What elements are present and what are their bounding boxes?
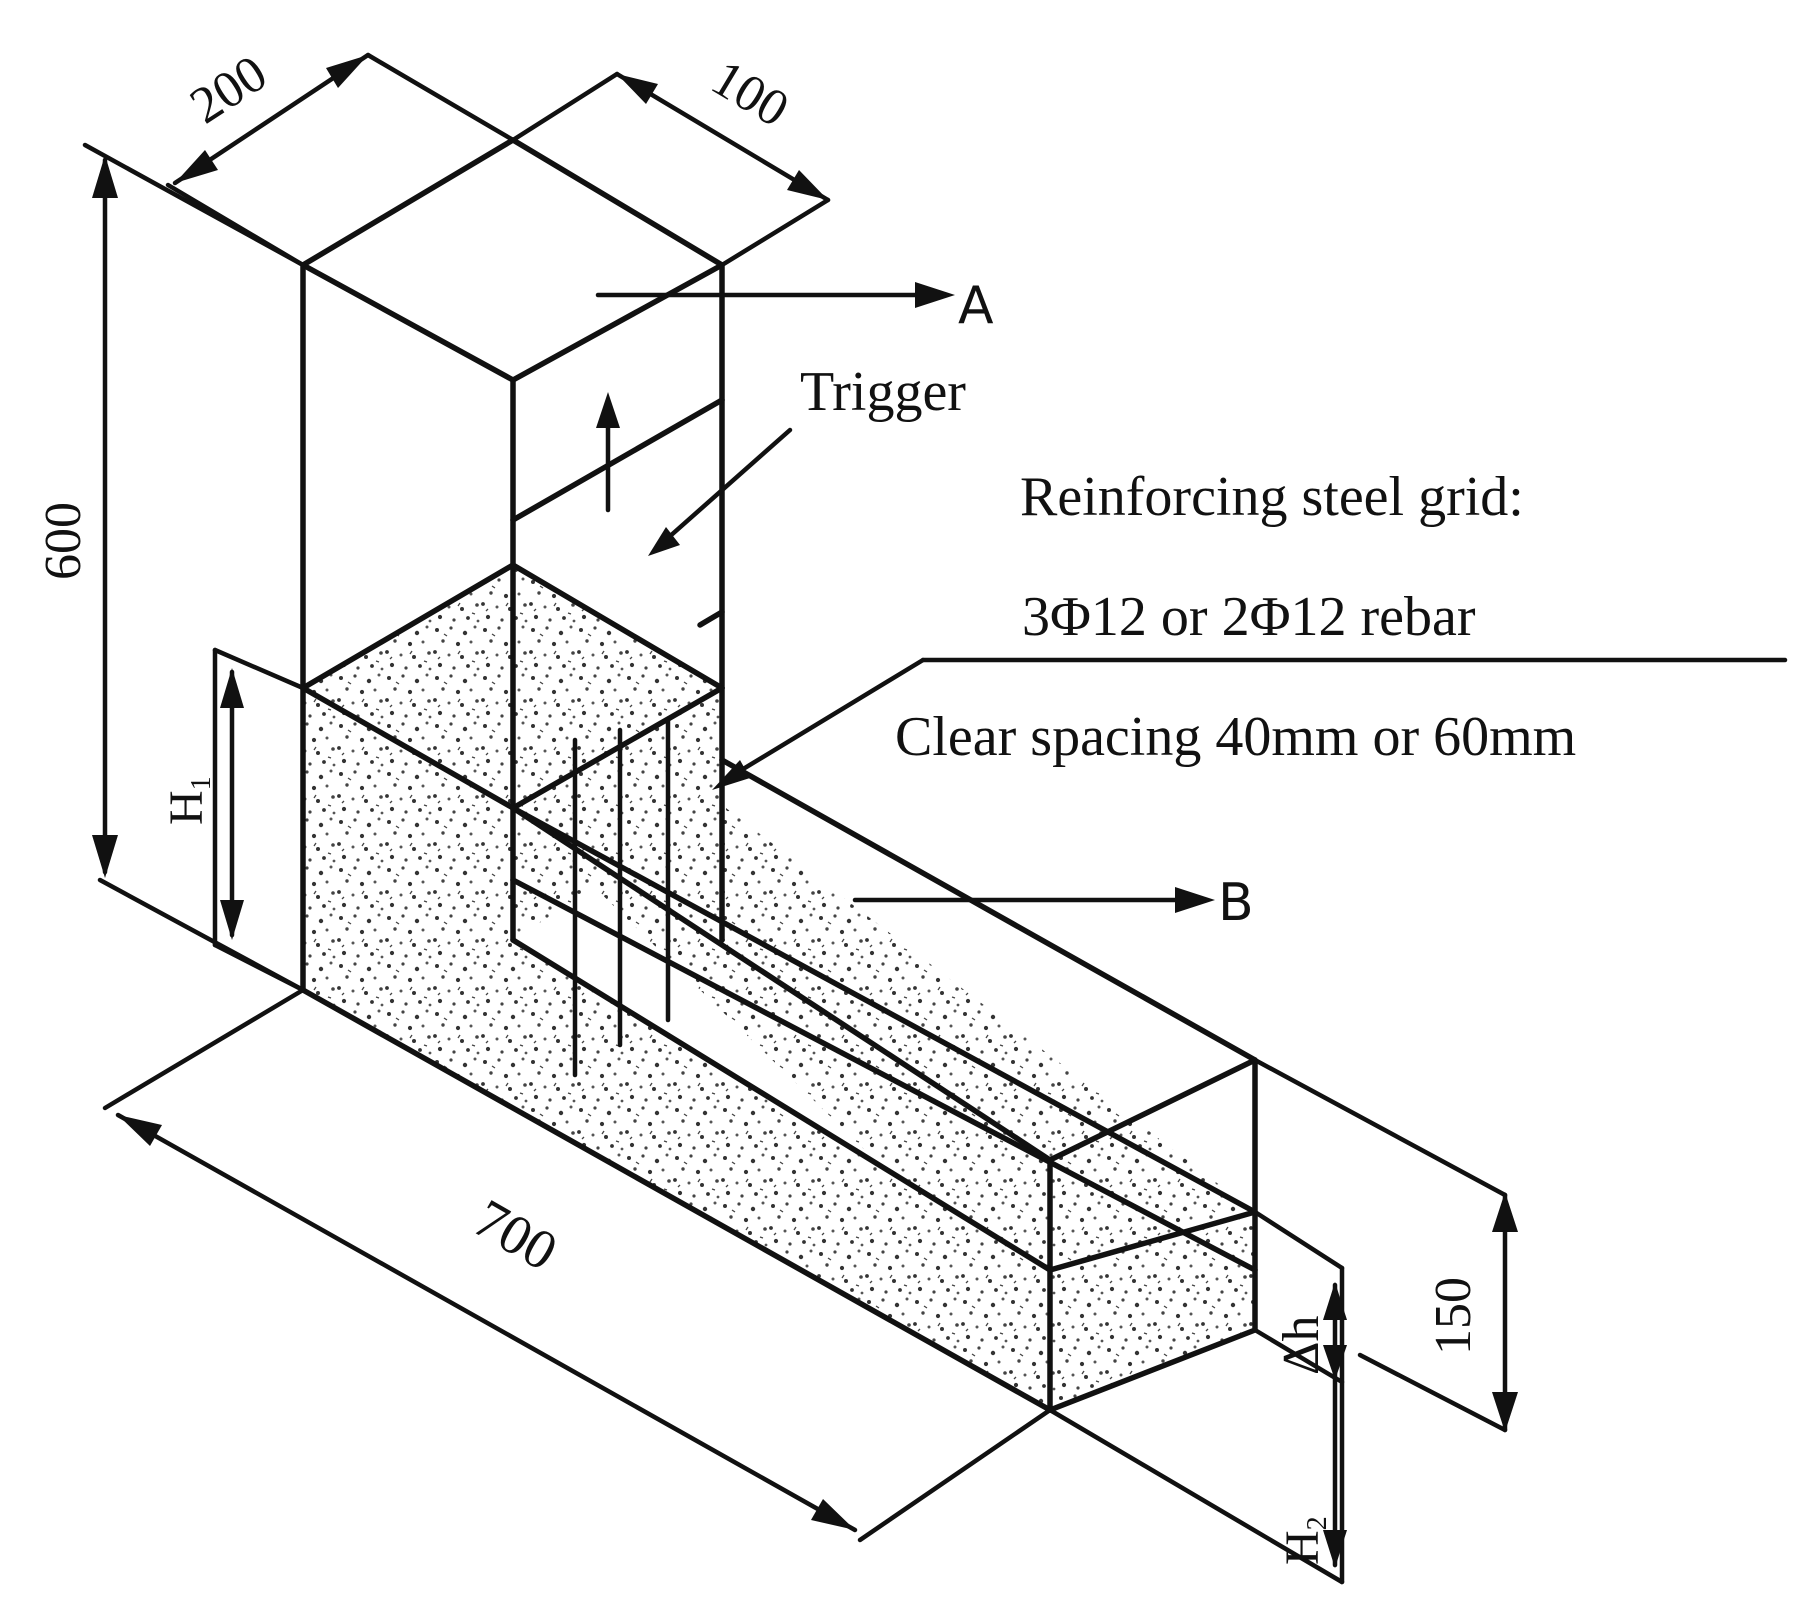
section-a-marker — [595, 282, 955, 308]
dimension-100 — [510, 71, 831, 268]
dim-label-150: 150 — [1425, 1277, 1482, 1355]
section-b-marker — [852, 887, 1215, 913]
rebar-grid — [572, 717, 671, 1078]
spacing-label: Clear spacing 40mm or 60mm — [895, 706, 1576, 768]
dim-label-100: 100 — [702, 49, 798, 138]
dim-label-600: 600 — [35, 502, 92, 580]
dim-label-delta-h: Δh — [1273, 1316, 1330, 1375]
trigger-gate — [510, 392, 793, 628]
rebar-title-label: Reinforcing steel grid: — [1020, 466, 1524, 528]
dimension-150 — [1252, 1057, 1518, 1433]
dimension-h1 — [212, 647, 306, 993]
dim-label-700: 700 — [464, 1188, 568, 1284]
dim-label-h1: H1 — [160, 776, 217, 825]
section-a-label: A — [958, 276, 994, 336]
dim-label-200: 200 — [180, 45, 276, 135]
dimension-200 — [165, 52, 516, 268]
rebar-leader — [712, 657, 1788, 790]
dimension-600 — [82, 142, 306, 993]
trigger-label: Trigger — [800, 361, 966, 423]
dim-label-h2: H2 — [1276, 1516, 1333, 1565]
concrete-fill — [303, 565, 1255, 1410]
section-b-label: B — [1218, 873, 1254, 933]
dimension-delta-h-h2 — [1047, 1209, 1347, 1585]
dimension-700 — [102, 987, 1053, 1543]
rebar-spec-label: 3Φ12 or 2Φ12 rebar — [1022, 586, 1476, 648]
